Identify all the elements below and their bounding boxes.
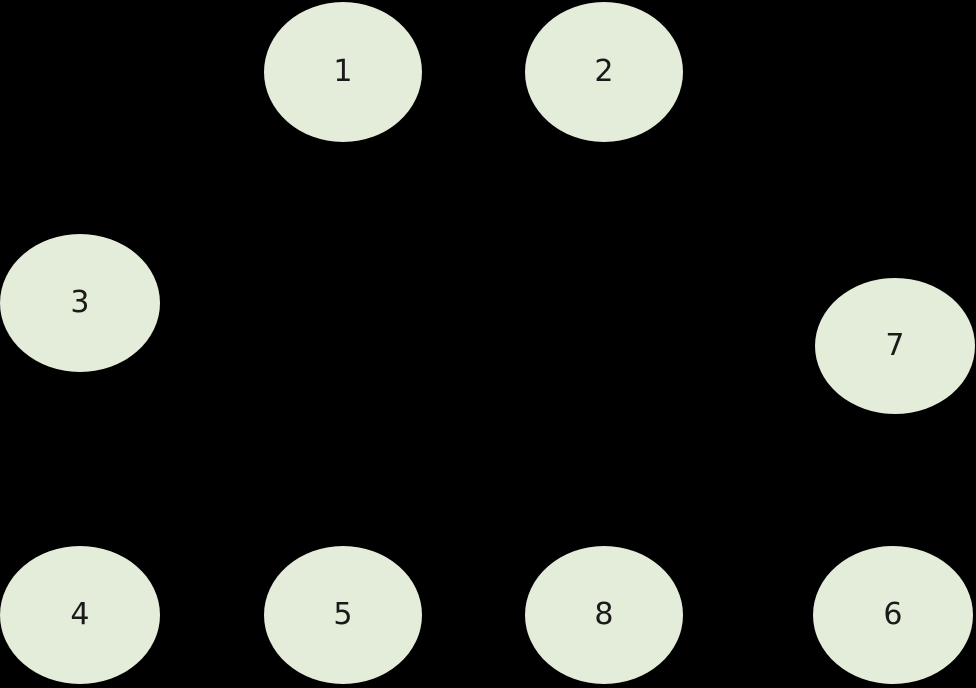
graph-node-label: 7 <box>885 328 905 363</box>
graph-node-7[interactable]: 7 <box>815 278 975 414</box>
graph-node-label: 1 <box>333 54 353 89</box>
graph-node-label: 3 <box>70 285 90 320</box>
graph-node-label: 2 <box>594 54 614 89</box>
graph-node-6[interactable]: 6 <box>813 546 973 684</box>
graph-node-2[interactable]: 2 <box>525 2 683 142</box>
graph-node-label: 8 <box>594 597 614 632</box>
graph-node-label: 6 <box>883 597 903 632</box>
graph-node-8[interactable]: 8 <box>525 546 683 684</box>
graph-node-1[interactable]: 1 <box>264 2 422 142</box>
graph-node-label: 5 <box>333 597 353 632</box>
graph-node-label: 4 <box>70 597 90 632</box>
graph-node-4[interactable]: 4 <box>0 546 160 684</box>
graph-node-3[interactable]: 3 <box>0 234 160 372</box>
graph-node-5[interactable]: 5 <box>264 546 422 684</box>
